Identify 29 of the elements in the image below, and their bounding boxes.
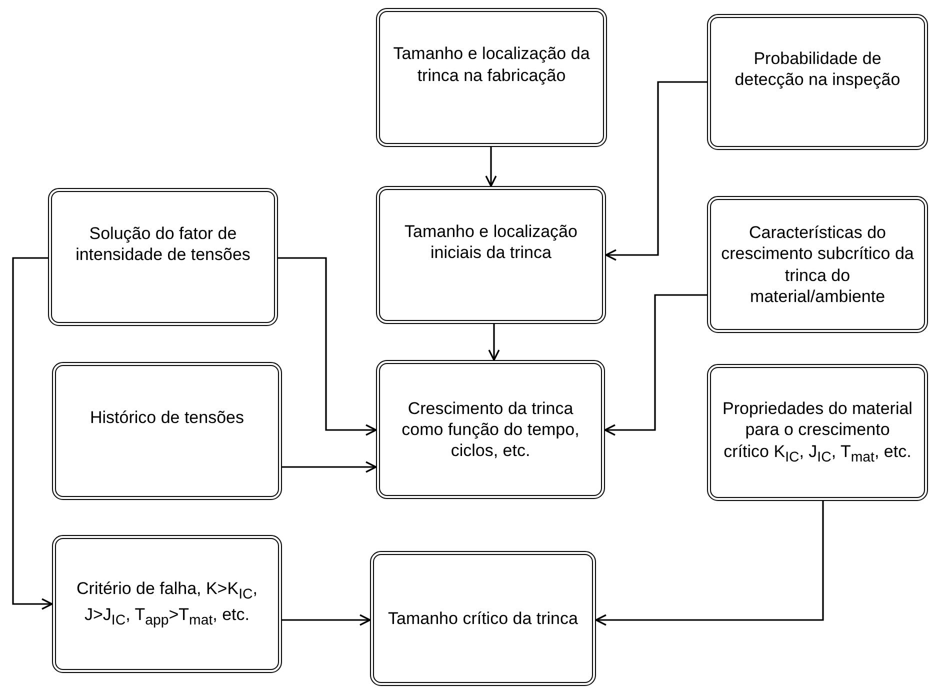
arrow xyxy=(604,294,707,436)
box-text: Solução do fator de intensidade de tensões xyxy=(74,222,252,266)
process-box xyxy=(376,360,605,499)
box-text: Crescimento da trinca como função do tempo, ciclos, etc. xyxy=(400,398,580,462)
process-box xyxy=(376,186,606,324)
process-box xyxy=(707,14,928,150)
box-text: Tamanho e localização da trinca na fabricação xyxy=(392,43,591,86)
arrow xyxy=(12,257,53,610)
process-box xyxy=(376,8,607,147)
arrow xyxy=(282,614,371,626)
arrow xyxy=(595,501,824,626)
box-text: Propriedades do material para o crescimento crítico K$_{IC}$, J$_{IC}$, T$_{mat}$, etc. xyxy=(722,398,914,467)
arrow xyxy=(278,257,377,436)
process-box xyxy=(370,551,596,686)
process-box xyxy=(707,364,928,501)
process-box xyxy=(707,196,928,333)
box-text: Tamanho e localização iniciais da trinca xyxy=(404,220,578,264)
process-box xyxy=(48,188,278,326)
box-text: Histórico de tensões xyxy=(90,407,244,429)
process-box xyxy=(52,362,282,500)
arrow xyxy=(485,147,497,187)
process-box xyxy=(52,535,282,673)
arrow xyxy=(605,81,707,261)
box-text: Características do crescimento subcrítico da trinca do material/ambiente xyxy=(721,222,914,307)
box-text: Tamanho crítico da trinca xyxy=(388,608,578,630)
box-text: Probabilidade de detecção na inspeção xyxy=(734,48,902,90)
arrow xyxy=(282,461,377,473)
box-text: Critério de falha, K>K$_{IC}$, J>J$_{IC}$, T$_{app}$>T$_{mat}$, etc. xyxy=(76,578,258,630)
arrow xyxy=(488,324,500,361)
